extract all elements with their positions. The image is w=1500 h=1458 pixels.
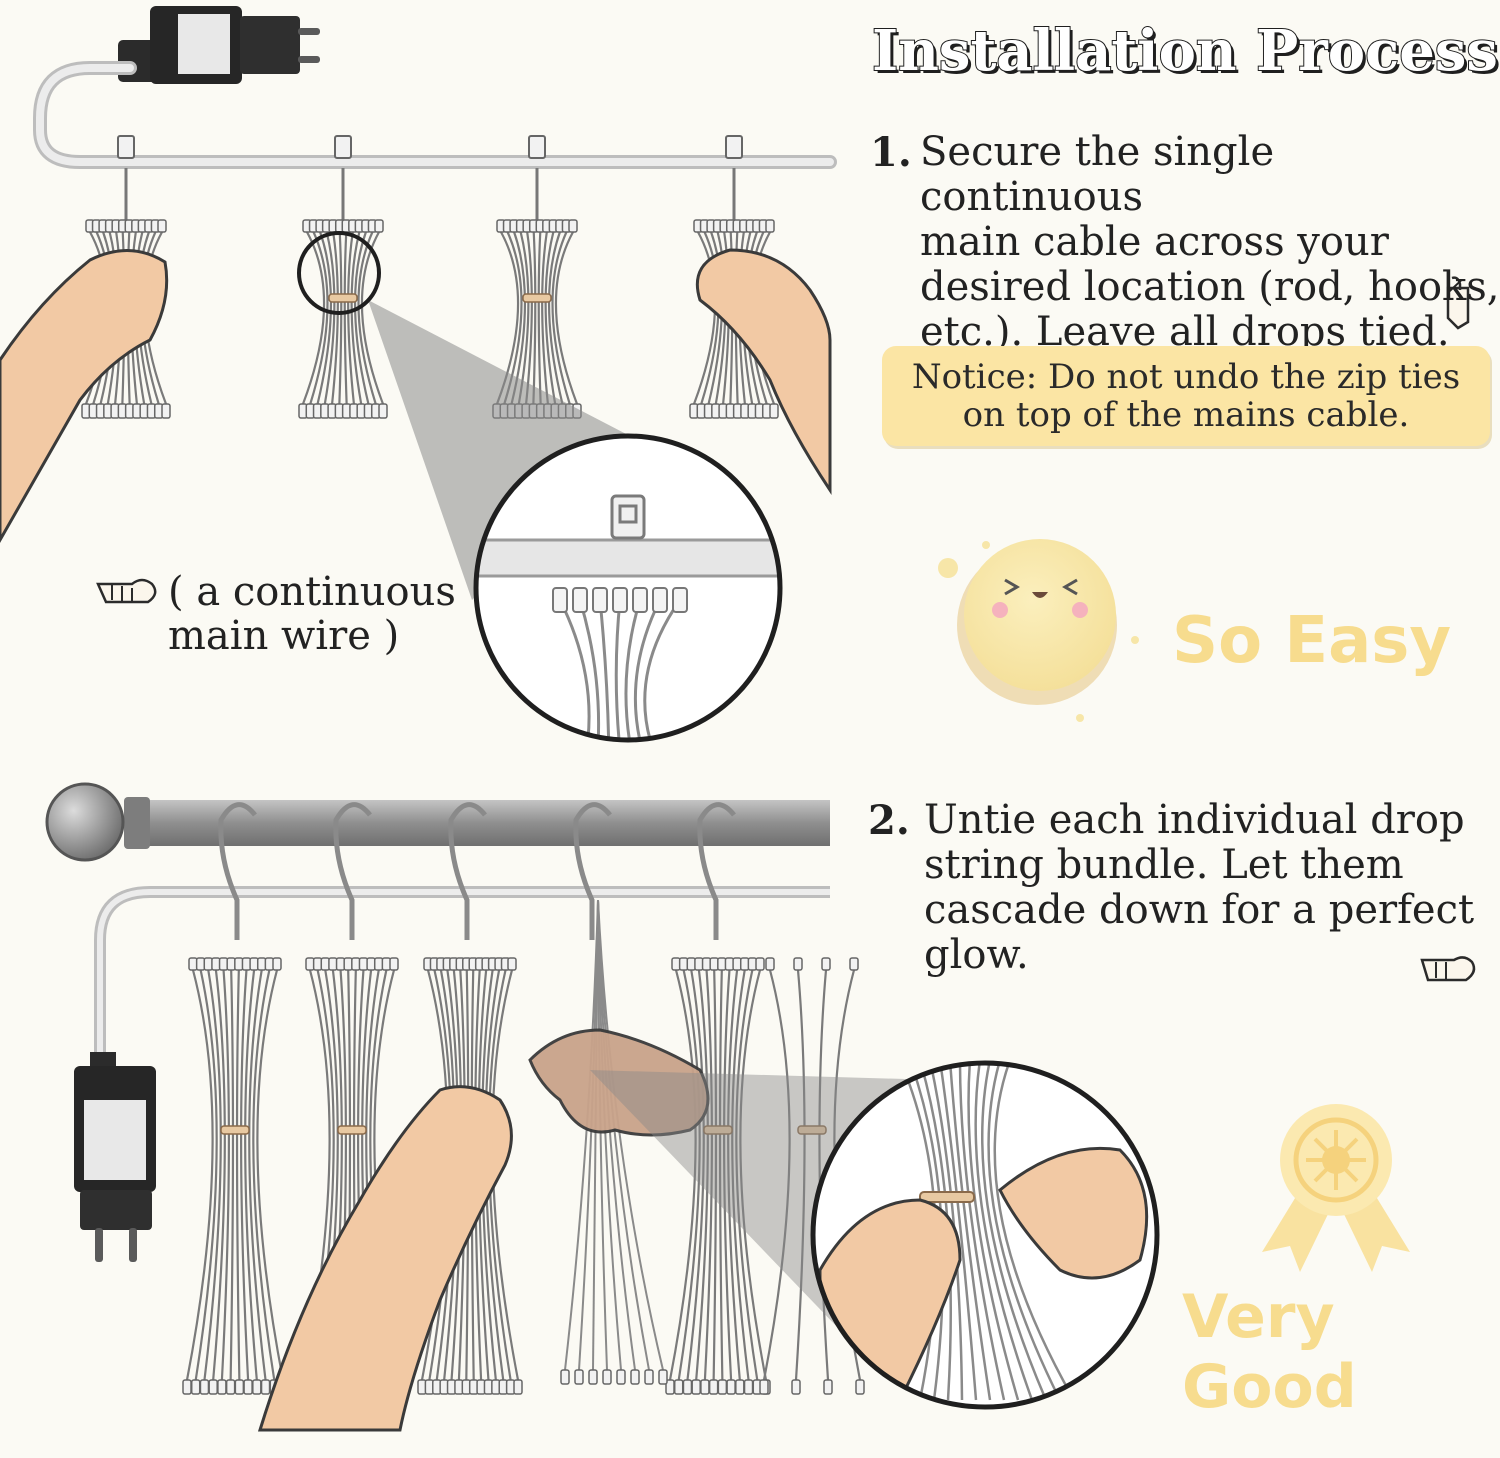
light-string-bundle [492,219,582,419]
smiley-face-icon [938,539,1139,722]
zip-tie [725,135,743,159]
curtain-hook [697,802,736,940]
curtain-hook [573,802,612,940]
zip-tie [334,135,352,159]
curtain-hook [448,802,487,940]
notice-line: Notice: Do not undo the zip ties [911,357,1461,397]
zip-tie [117,135,135,159]
light-string-bundle [298,219,388,419]
step-2-line: glow. [924,932,1029,978]
pointing-hand-icon [96,578,157,604]
step-2-line: cascade down for a perfect [924,887,1475,933]
so-easy-label: So Easy [1172,604,1452,678]
award-ribbon-icon [1262,1104,1410,1272]
light-string-bundle [182,957,288,1395]
zip-tie [528,135,546,159]
step-1-line: desired location (rod, hooks, [920,264,1500,310]
wire-label-line: ( a continuous [168,569,456,615]
very-good-label: Very Good [1182,1282,1357,1422]
step-2-line: string bundle. Let them [924,842,1404,888]
light-string-bundle [665,957,771,1395]
notice-box: Notice: Do not undo the zip ties on top … [882,346,1490,446]
pointing-hand-icon [1446,276,1470,330]
step-1-number: 1. [870,129,912,176]
step-1-line: Secure the single continuous [920,129,1275,220]
power-adapter-icon [74,1052,156,1262]
wire-label-line: main wire ) [168,613,400,659]
notice-line: on top of the mains cable. [962,395,1410,435]
power-adapter-icon [118,6,320,84]
curtain-hook [218,802,257,940]
wire-label: ( a continuous main wire ) [168,570,456,658]
untied-strings [560,899,668,1385]
pointing-hand-icon [1420,956,1476,982]
step-2-number: 2. [868,797,910,844]
step-1-line: main cable across your [920,219,1389,265]
page-title: Installation Process [871,17,1499,85]
curtain-hook [333,802,372,940]
step-2-line: Untie each individual drop [924,797,1465,843]
